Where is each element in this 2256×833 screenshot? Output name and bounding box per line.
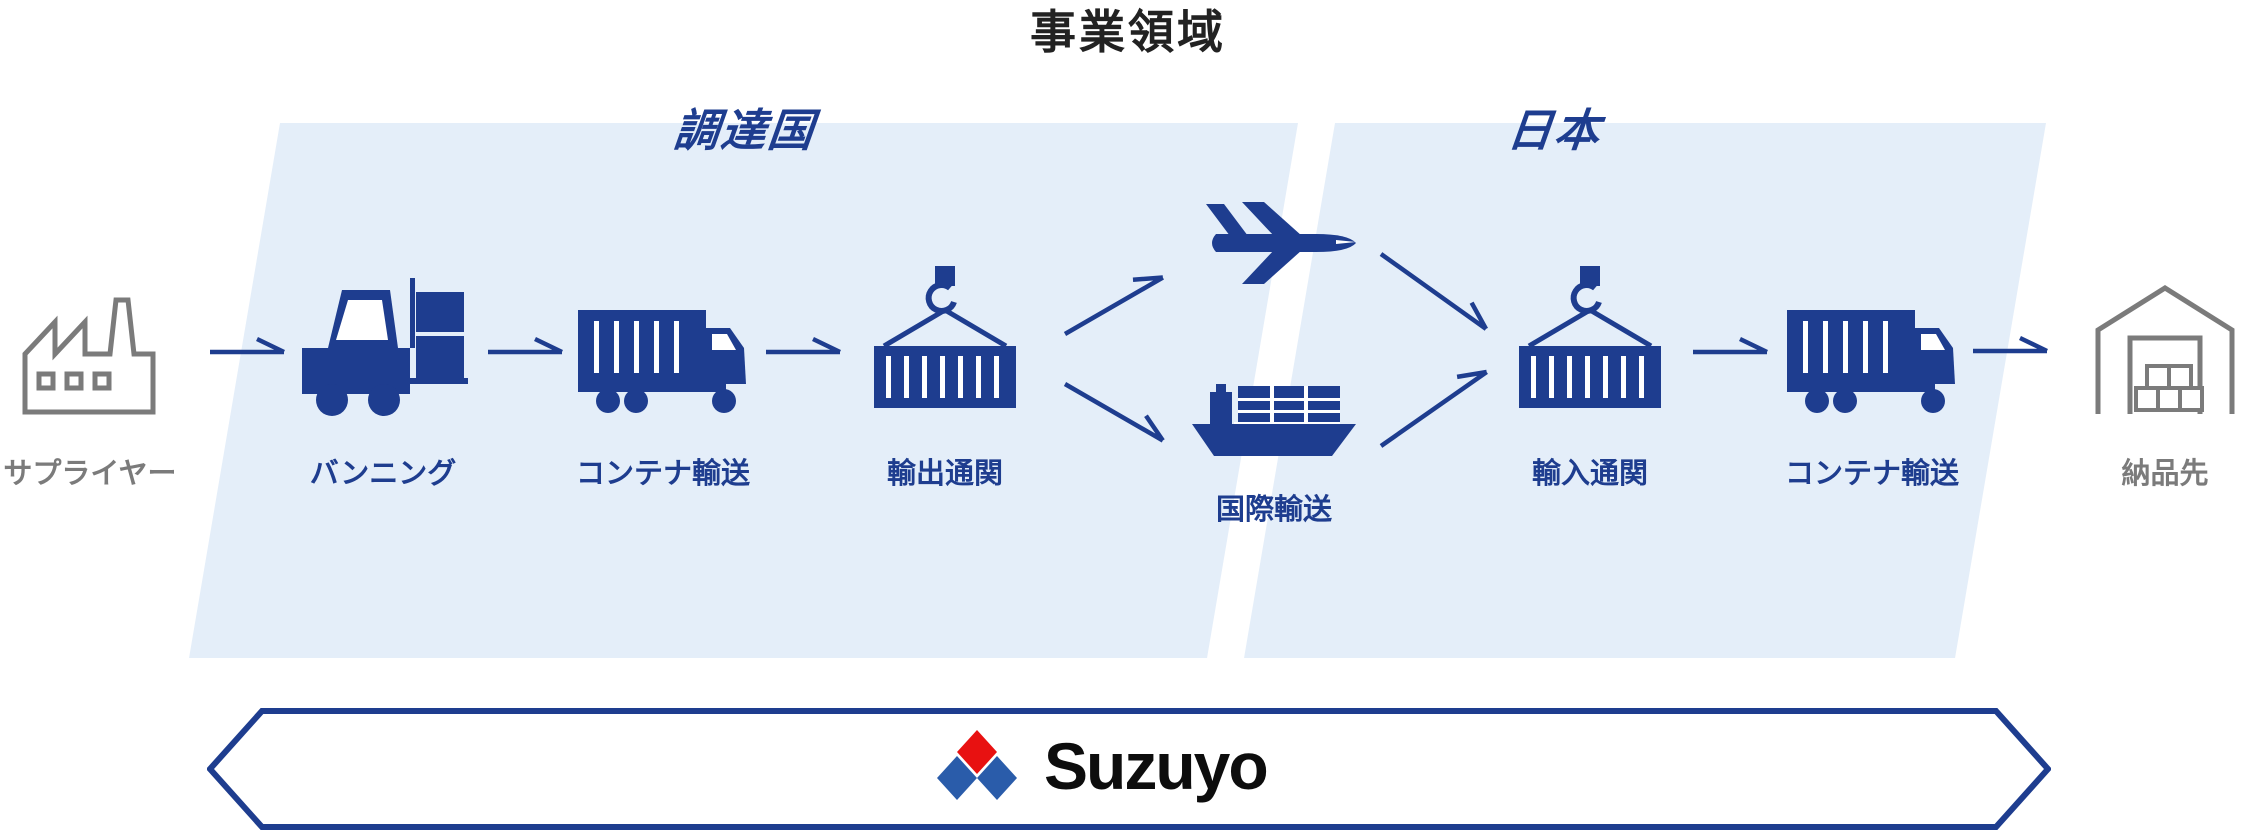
page-title: 事業領域 [1030,6,1226,58]
arrow-container-to-delivery [1973,335,2048,354]
arrow-air-to-import [1379,252,1488,331]
import-customs-label: 輸入通関 [1531,458,1648,490]
arrow-export-to-sea [1063,382,1165,443]
arrow-import-to-container [1693,336,1768,355]
factory-icon [22,297,156,415]
supplier-label: サプライヤー [3,458,177,490]
container-transport-in-label: コンテナ輸送 [1784,458,1959,490]
container-truck-icon [1787,310,1955,413]
export-customs-label: 輸出通関 [886,458,1003,490]
forklift-icon [302,278,468,416]
export-container-crane-icon [874,266,1016,408]
container-truck-icon [578,310,746,413]
warehouse-icon [2095,285,2235,414]
arrow-container-to-export [766,336,841,355]
arrow-supplier-to-vanning [210,336,285,355]
arrow-sea-to-import [1379,369,1488,448]
airplane-icon [1206,202,1356,284]
suzuyo-banner [207,708,2051,830]
import-container-crane-icon [1519,266,1661,408]
suzuyo-logo-text: Suzuyo [1044,729,1269,803]
international-transport-label: 国際輸送 [1215,494,1332,526]
suzuyo-logo-mark [937,730,1017,800]
delivery-label: 納品先 [2121,458,2209,490]
vanning-label: バンニング [309,458,457,490]
arrow-vanning-to-container [488,336,563,355]
cargo-ship-icon [1192,384,1356,456]
container-transport-out-label: コンテナ輸送 [575,458,750,490]
arrow-export-to-air [1063,275,1164,336]
